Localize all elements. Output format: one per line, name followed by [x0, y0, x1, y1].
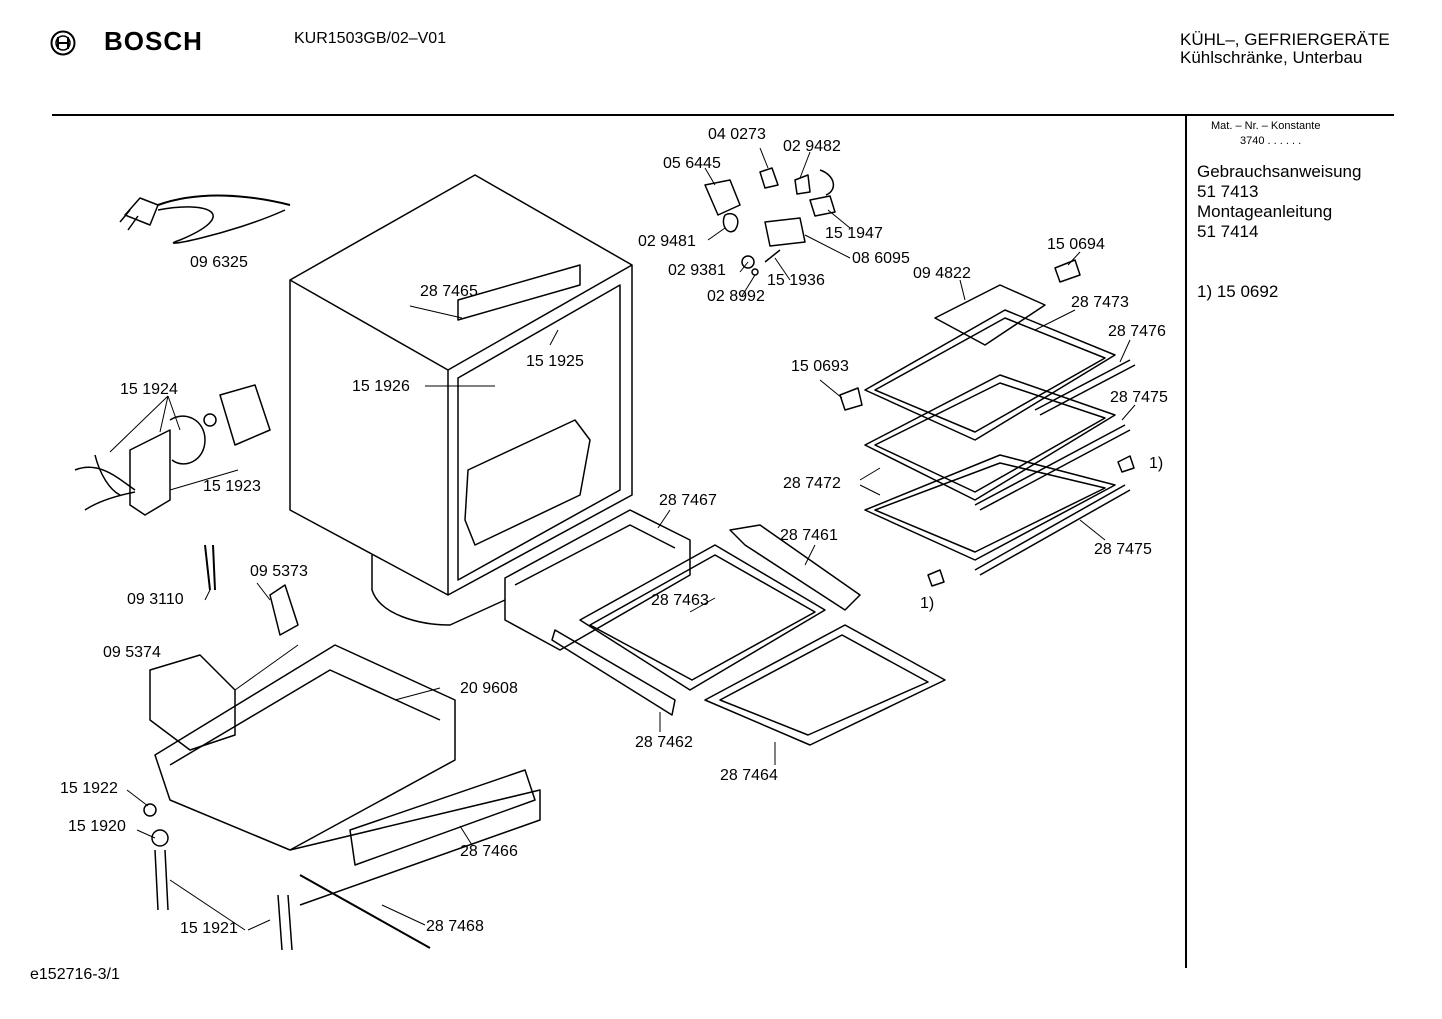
part-label: 15 1920: [68, 818, 126, 835]
part-label: 28 7472: [783, 475, 841, 492]
part-label: 20 9608: [460, 680, 518, 697]
part-label: 08 6095: [852, 250, 910, 267]
part-label: 1): [1149, 455, 1164, 472]
part-label: 15 1921: [180, 920, 238, 937]
category-subtitle: Kühlschränke, Unterbau: [1180, 48, 1363, 67]
part-label: 28 7465: [420, 283, 478, 300]
part-label: 28 7466: [460, 843, 518, 860]
part-label: 28 7476: [1108, 323, 1166, 340]
bosch-logo-icon: [50, 30, 76, 56]
fan-motor-drawing: [74, 384, 271, 516]
leader-lines: [109, 147, 1136, 931]
shelves-drawing: [839, 259, 1136, 587]
part-label: 15 0694: [1047, 236, 1105, 253]
base-drawing: [143, 644, 541, 951]
header-divider: [52, 114, 1394, 116]
material-number-label: Mat. – Nr. – Konstante: [1211, 120, 1321, 132]
power-cord-drawing: [119, 194, 291, 244]
part-label: 09 5373: [250, 563, 308, 580]
doc-title-manual: Gebrauchsanweisung: [1197, 162, 1362, 181]
part-label: 09 4822: [913, 265, 971, 282]
part-label: 02 9481: [638, 233, 696, 250]
doc-number-installation: 51 7414: [1197, 222, 1259, 241]
part-label: 1): [920, 595, 935, 612]
part-label: 09 6325: [190, 254, 248, 271]
part-label: 28 7462: [635, 734, 693, 751]
part-label: 15 1923: [203, 478, 261, 495]
part-label: 09 3110: [127, 591, 184, 608]
part-label: 05 6445: [663, 155, 721, 172]
part-label: 15 1924: [120, 381, 178, 398]
thermostat-parts-drawing: [704, 167, 836, 276]
part-label: 15 0693: [791, 358, 849, 375]
part-label: 15 1947: [825, 225, 883, 242]
part-label: 02 9482: [783, 138, 841, 155]
drawing-code: e152716-3/1: [30, 966, 120, 983]
part-label: 09 5374: [103, 644, 161, 661]
part-label: 28 7475: [1110, 389, 1168, 406]
part-label: 28 7473: [1071, 294, 1129, 311]
sidebar-divider: [1185, 116, 1187, 968]
cabinet-drawing: [289, 174, 633, 626]
part-label: 15 1936: [767, 272, 825, 289]
part-label: 04 0273: [708, 126, 766, 143]
doc-title-installation: Montageanleitung: [1197, 202, 1333, 221]
brand-name: BOSCH: [104, 26, 203, 56]
part-label: 28 7464: [720, 767, 778, 784]
doc-number-manual: 51 7413: [1197, 182, 1259, 201]
model-number: KUR1503GB/02–V01: [294, 30, 447, 47]
crisper-drawer-drawing: [551, 524, 946, 746]
footnote: 1) 15 0692: [1197, 282, 1279, 301]
bottle-rack-drawing: [504, 509, 691, 651]
part-label: 02 8992: [707, 288, 765, 305]
sensor-drawing: [204, 544, 299, 636]
part-label: 15 1925: [526, 353, 584, 370]
part-label: 28 7468: [426, 918, 484, 935]
part-label: 28 7463: [651, 592, 709, 609]
part-label: 28 7475: [1094, 541, 1152, 558]
part-label: 02 9381: [668, 262, 726, 279]
part-label: 28 7467: [659, 492, 717, 509]
part-label: 15 1922: [60, 780, 118, 797]
part-label: 15 1926: [352, 378, 410, 395]
material-number-value: 3740 . . . . . .: [1240, 135, 1302, 147]
category-title: KÜHL–, GEFRIERGERÄTE: [1180, 30, 1390, 49]
part-label: 28 7461: [780, 527, 838, 544]
